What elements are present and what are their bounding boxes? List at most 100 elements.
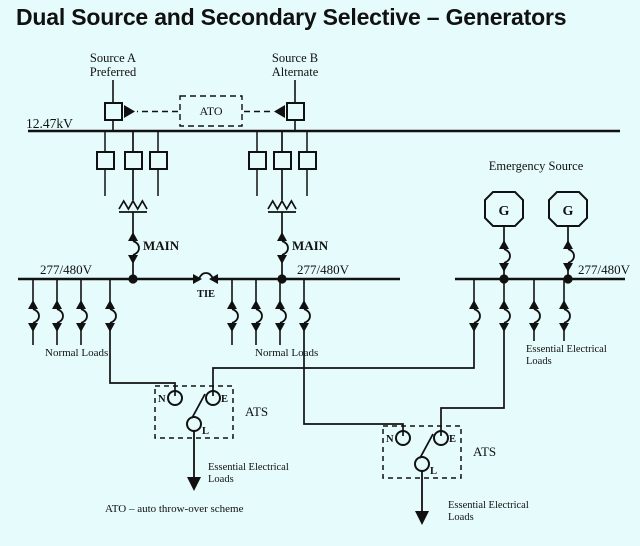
ats1-normal-route bbox=[109, 326, 176, 396]
essential-loads-right-label-line1: Essential Electrical bbox=[526, 344, 607, 355]
ats-1-transfer-blade[interactable] bbox=[191, 393, 206, 419]
normal-loads-left-label: Normal Loads bbox=[45, 347, 108, 359]
bus-node-gen2 bbox=[563, 274, 573, 284]
lv-bus-right-voltage-label: 277/480V bbox=[297, 262, 350, 277]
feeder-right-load-3[interactable] bbox=[275, 279, 287, 345]
ats-1-output-label-line1: Essential Electrical bbox=[208, 462, 289, 473]
hv-breaker-icon[interactable] bbox=[149, 151, 168, 170]
ats-2-output-arrow-icon bbox=[415, 511, 429, 525]
lv-bus-left-voltage-label: 277/480V bbox=[40, 262, 93, 277]
feeder-left-load-1[interactable] bbox=[28, 279, 40, 345]
ats-1-normal-label: N bbox=[158, 394, 166, 405]
hv-breaker-icon[interactable] bbox=[96, 151, 115, 170]
feeder-left-load-3[interactable] bbox=[76, 279, 88, 345]
generator-symbol-icon bbox=[548, 191, 588, 227]
source-a-ato-arrow-icon bbox=[124, 105, 135, 118]
ats-2-emergency-terminal[interactable] bbox=[433, 430, 449, 446]
ato-scheme-box[interactable]: ATO bbox=[137, 95, 272, 127]
feeder-emergency-essential-2[interactable] bbox=[559, 279, 571, 341]
feeder-emergency-essential-1[interactable] bbox=[529, 279, 541, 341]
source-b-label-line1: Source B bbox=[272, 51, 318, 65]
emergency-source-label: Emergency Source bbox=[489, 159, 584, 173]
hv-breaker-icon[interactable] bbox=[273, 151, 292, 170]
feeder-right-load-1[interactable] bbox=[227, 279, 239, 345]
drawout-arrow-top-icon bbox=[277, 232, 287, 241]
breaker-squiggle-icon bbox=[56, 308, 64, 324]
hv-feeder-left-3[interactable] bbox=[149, 131, 168, 196]
ats-unit-2[interactable]: N E L ATS Essential Electrical Loads bbox=[382, 425, 529, 525]
ats-2-transfer-blade[interactable] bbox=[419, 433, 434, 459]
source-a-label-line1: Source A bbox=[90, 51, 136, 65]
transformer-right[interactable] bbox=[267, 199, 297, 228]
generator-1-label: G bbox=[499, 204, 510, 219]
breaker-squiggle-icon bbox=[32, 308, 40, 324]
ats-2-label: ATS bbox=[473, 444, 496, 459]
ats-1-dashed-border bbox=[154, 385, 234, 439]
breaker-squiggle-icon bbox=[473, 308, 481, 324]
hv-feeder-right-3[interactable] bbox=[298, 131, 317, 196]
feeder-emergency-to-ats2[interactable] bbox=[440, 279, 511, 436]
transformer-winding-icon bbox=[267, 199, 297, 211]
breaker-squiggle-icon bbox=[303, 308, 311, 324]
ats-1-load-label: L bbox=[202, 426, 209, 437]
feeder-emergency-to-ats1[interactable] bbox=[212, 279, 481, 396]
ats-1-emergency-terminal[interactable] bbox=[205, 390, 221, 406]
source-a-label-line2: Preferred bbox=[90, 65, 137, 79]
feeder-left-to-ats1[interactable] bbox=[105, 279, 176, 396]
ato-label: ATO bbox=[199, 104, 222, 118]
source-a-breaker-icon[interactable] bbox=[104, 102, 123, 121]
generator-symbol-icon bbox=[484, 191, 524, 227]
main-left-label: MAIN bbox=[143, 238, 180, 253]
source-a-group[interactable]: Source A Preferred bbox=[90, 51, 137, 131]
transformer-left[interactable] bbox=[118, 199, 148, 228]
hv-feeder-right-1[interactable] bbox=[248, 131, 267, 196]
hv-bus-voltage-label: 12.47kV bbox=[26, 116, 73, 131]
breaker-squiggle-icon bbox=[503, 308, 511, 324]
bus-node-right bbox=[277, 274, 287, 284]
essential-loads-right-label-line2: Loads bbox=[526, 356, 552, 367]
lv-bus-emergency-group: 277/480V bbox=[455, 262, 631, 284]
ato-dashed-border bbox=[179, 95, 243, 127]
ats-1-load-terminal[interactable] bbox=[186, 416, 202, 432]
ats-2-normal-label: N bbox=[386, 434, 394, 445]
hv-breaker-icon[interactable] bbox=[124, 151, 143, 170]
breaker-squiggle-icon bbox=[231, 308, 239, 324]
hv-feeder-left-1[interactable] bbox=[96, 131, 115, 196]
breaker-squiggle-icon bbox=[533, 308, 541, 324]
source-b-breaker-icon[interactable] bbox=[286, 102, 305, 121]
ats-1-output-label-line2: Loads bbox=[208, 474, 234, 485]
tie-squiggle-icon bbox=[198, 272, 214, 280]
transformer-winding-icon bbox=[118, 199, 148, 211]
ats-2-load-terminal[interactable] bbox=[414, 456, 430, 472]
feeder-left-load-2[interactable] bbox=[52, 279, 64, 345]
ats-1-output-arrow-icon bbox=[187, 477, 201, 491]
footnote-ato: ATO – auto throw-over scheme bbox=[105, 503, 244, 515]
breaker-squiggle-icon bbox=[255, 308, 263, 324]
hv-feeder-left-2-transformer-feed[interactable] bbox=[124, 131, 143, 200]
main-breaker-left[interactable]: MAIN bbox=[128, 228, 180, 279]
ats-2-output-label-line1: Essential Electrical bbox=[448, 500, 529, 511]
hv-bus-group: 12.47kV bbox=[26, 116, 620, 133]
ats-unit-1[interactable]: N E L ATS Essential Electrical Loads bbox=[154, 385, 289, 491]
tie-breaker[interactable]: TIE bbox=[193, 272, 218, 300]
feeder-right-load-2[interactable] bbox=[251, 279, 263, 345]
hv-breaker-icon[interactable] bbox=[298, 151, 317, 170]
hv-breaker-icon[interactable] bbox=[248, 151, 267, 170]
ats-2-dashed-border bbox=[382, 425, 462, 479]
breaker-squiggle-icon bbox=[503, 248, 511, 264]
ats-1-normal-terminal[interactable] bbox=[167, 390, 183, 406]
drawout-arrow-top-icon bbox=[499, 240, 509, 249]
normal-loads-right-label: Normal Loads bbox=[255, 347, 318, 359]
ats2-normal-route bbox=[303, 326, 404, 436]
ats-2-normal-terminal[interactable] bbox=[395, 430, 411, 446]
source-b-ato-arrow-icon bbox=[274, 105, 285, 118]
ats2-emergency-route bbox=[440, 326, 505, 436]
ats-1-emergency-label: E bbox=[221, 394, 228, 405]
hv-feeder-right-2-transformer-feed[interactable] bbox=[273, 131, 292, 200]
main-breaker-right[interactable]: MAIN bbox=[277, 228, 329, 279]
source-b-group[interactable]: Source B Alternate bbox=[272, 51, 319, 131]
lv-bus-right-group: 277/480V bbox=[211, 262, 400, 284]
source-b-label-line2: Alternate bbox=[272, 65, 319, 79]
page-title: Dual Source and Secondary Selective – Ge… bbox=[16, 4, 567, 30]
generator-1[interactable]: G bbox=[484, 191, 524, 279]
